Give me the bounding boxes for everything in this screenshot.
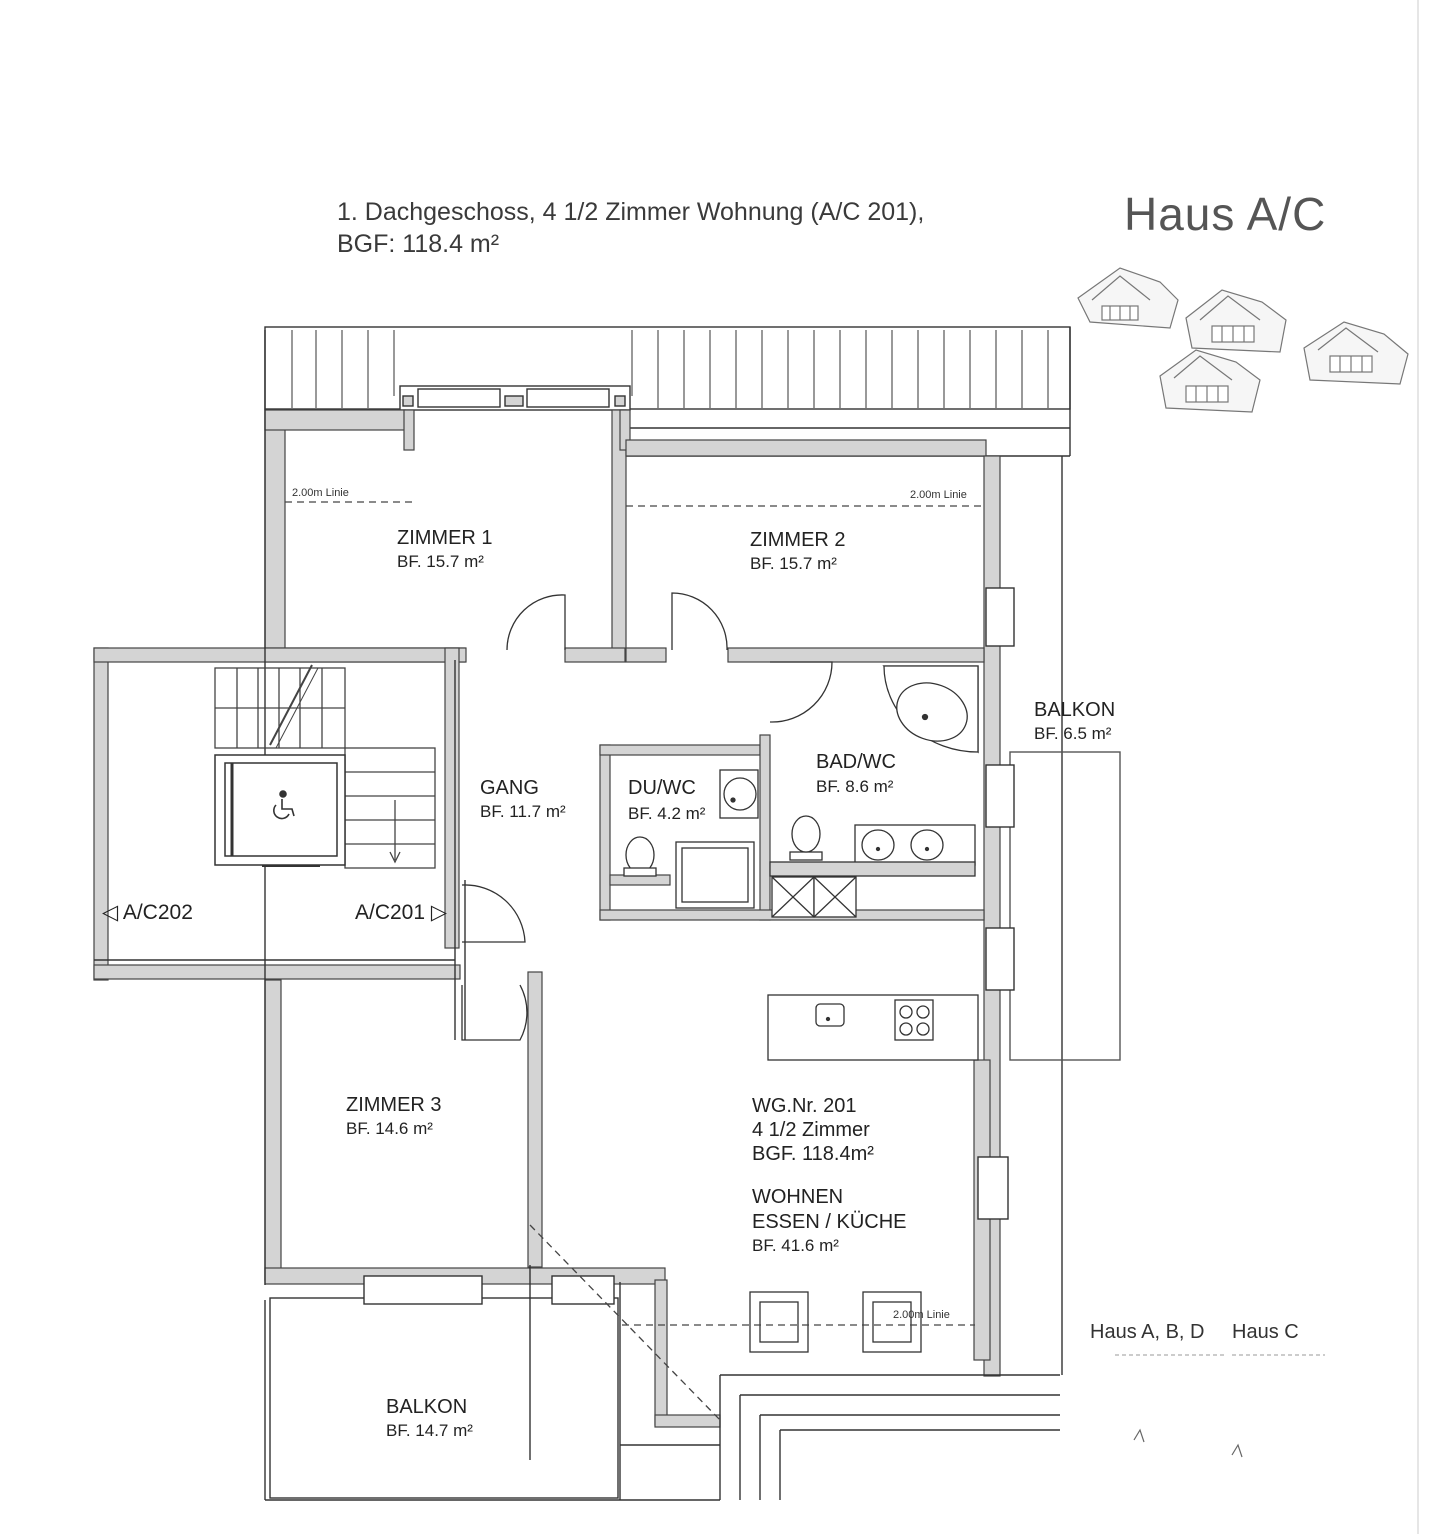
- height-line-label: 2.00m Linie: [893, 1309, 950, 1321]
- wheelchair-icon: [273, 790, 295, 820]
- kitchen-island: [767, 994, 979, 1061]
- height-line-label: 2.00m Linie: [910, 489, 967, 501]
- unit-marker-ac202: ◁ A/C202: [102, 901, 193, 924]
- legend-haus-c: Haus C: [1232, 1321, 1299, 1343]
- room-zimmer3-name: ZIMMER 3: [346, 1094, 442, 1116]
- house-sketch-icon: [1159, 349, 1261, 413]
- room-wohnen-area: BF. 41.6 m²: [752, 1236, 839, 1255]
- room-badwc-name: BAD/WC: [816, 751, 896, 773]
- room-zimmer1-name: ZIMMER 1: [397, 527, 493, 549]
- height-lines: [285, 501, 984, 1421]
- room-zimmer1-area: BF. 15.7 m²: [397, 552, 484, 571]
- skylights: [749, 1291, 922, 1353]
- apartment-rooms: 4 1/2 Zimmer: [752, 1119, 870, 1141]
- plan-gross-area: BGF: 118.4 m²: [337, 230, 500, 258]
- unit-marker-ac201: A/C201 ▷: [355, 901, 448, 924]
- elevator: [214, 754, 346, 867]
- sink-icon: [719, 769, 759, 819]
- room-duwc-name: DU/WC: [628, 777, 696, 799]
- room-badwc-area: BF. 8.6 m²: [816, 777, 894, 796]
- house-sketch-icon: [1077, 267, 1179, 329]
- roof-band: [264, 326, 1071, 411]
- room-zimmer3-area: BF. 14.6 m²: [346, 1119, 433, 1138]
- room-essen-kueche-name: ESSEN / KÜCHE: [752, 1211, 907, 1233]
- room-balkon-south-area: BF. 14.7 m²: [386, 1421, 473, 1440]
- room-wohnen-name: WOHNEN: [752, 1186, 844, 1208]
- walls: [93, 409, 1001, 1428]
- toilet-icon: [623, 836, 657, 877]
- east-balcony: [977, 587, 1121, 1220]
- height-line-label: 2.00m Linie: [292, 487, 349, 499]
- room-zimmer2-area: BF. 15.7 m²: [750, 554, 837, 573]
- room-balkon-east-name: BALKON: [1034, 699, 1116, 721]
- apartment-bgf: BGF. 118.4m²: [752, 1143, 874, 1165]
- bathtub-icon: [882, 665, 979, 754]
- cooktop-icon: [894, 999, 934, 1041]
- plan-title: 1. Dachgeschoss, 4 1/2 Zimmer Wohnung (A…: [337, 198, 925, 226]
- room-duwc-area: BF. 4.2 m²: [628, 804, 706, 823]
- double-sink-icon: [854, 824, 976, 866]
- house-sketch-icon: [1303, 321, 1409, 385]
- house-label: Haus A/C: [1124, 188, 1327, 240]
- house-sketch-icon: [1185, 289, 1287, 353]
- shower-icon: [675, 841, 755, 909]
- room-gang-name: GANG: [480, 777, 539, 799]
- legend-haus-abd: Haus A, B, D: [1090, 1321, 1205, 1343]
- room-balkon-south-name: BALKON: [386, 1396, 468, 1418]
- south-balcony: [269, 1275, 619, 1499]
- north-arrow-icon: [1133, 1428, 1243, 1458]
- apartment-number: WG.Nr. 201: [752, 1095, 857, 1117]
- toilet-icon: [769, 815, 976, 877]
- cabinets: [771, 876, 857, 918]
- doors: [461, 592, 833, 1041]
- room-zimmer2-name: ZIMMER 2: [750, 529, 846, 551]
- room-balkon-east-area: BF. 6.5 m²: [1034, 724, 1112, 743]
- room-gang-area: BF. 11.7 m²: [480, 802, 566, 821]
